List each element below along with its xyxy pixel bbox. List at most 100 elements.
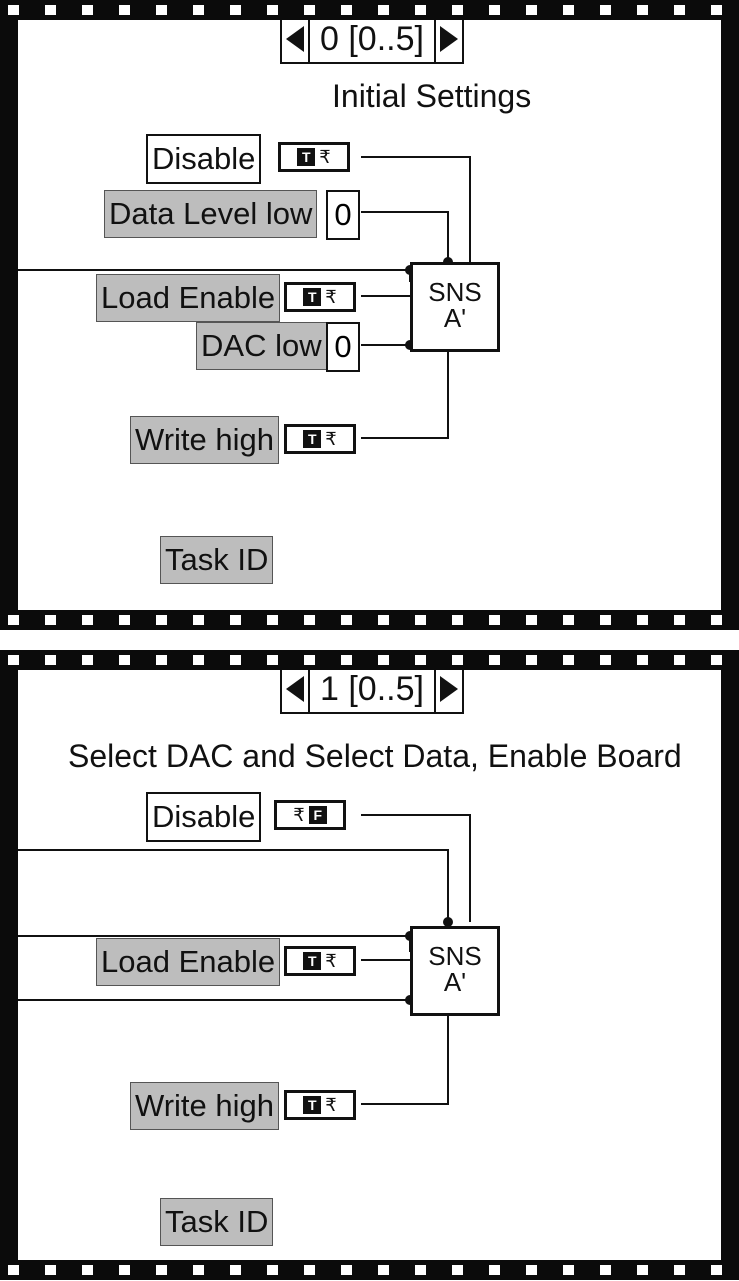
- film-perforation: [452, 1265, 463, 1275]
- film-perforation: [563, 5, 574, 15]
- boolean-value: F: [308, 806, 327, 824]
- vi-icon-line1: SNS: [428, 277, 482, 307]
- film-perforation: [637, 615, 648, 625]
- film-perforation: [378, 655, 389, 665]
- film-perforation: [415, 1265, 426, 1275]
- film-perforation: [378, 1265, 389, 1275]
- film-perforation: [563, 655, 574, 665]
- film-perforation: [637, 655, 648, 665]
- sns-vi-icon[interactable]: SNS A': [410, 262, 500, 352]
- sns-vi-icon[interactable]: SNS A': [410, 926, 500, 1016]
- film-perforation: [526, 1265, 537, 1275]
- decrement-arrow-icon[interactable]: [286, 676, 304, 702]
- write-high-label: Write high: [130, 416, 279, 464]
- film-perforation: [489, 655, 500, 665]
- load-enable-boolean-constant[interactable]: T₹: [284, 946, 356, 976]
- film-perforation: [415, 655, 426, 665]
- film-perforation: [378, 5, 389, 15]
- film-perforation: [193, 5, 204, 15]
- decrement-arrow-icon[interactable]: [286, 26, 304, 52]
- vi-icon-line2: A': [443, 967, 467, 997]
- write-high-boolean-constant[interactable]: T₹: [284, 1090, 356, 1120]
- case-selector[interactable]: 1 [0..5]: [280, 670, 464, 714]
- film-perforation: [489, 1265, 500, 1275]
- frame-comment: Select DAC and Select Data, Enable Board: [68, 738, 682, 774]
- film-perforation: [637, 5, 648, 15]
- film-perforation: [341, 615, 352, 625]
- film-perforation: [230, 5, 241, 15]
- frame-0-diagram: 0 [0..5] Initial Settings Disable T₹ Dat…: [18, 20, 721, 610]
- boolean-value: T: [303, 1096, 322, 1114]
- film-perforation: [193, 615, 204, 625]
- film-perforation: [267, 655, 278, 665]
- film-border-bottom: [0, 1260, 739, 1280]
- film-perforation: [156, 615, 167, 625]
- film-perforation: [637, 1265, 648, 1275]
- film-perforation: [711, 615, 722, 625]
- film-perforation: [267, 615, 278, 625]
- increment-arrow-icon[interactable]: [439, 26, 458, 52]
- film-perforation: [193, 1265, 204, 1275]
- film-perforation: [674, 655, 685, 665]
- film-perforation: [378, 615, 389, 625]
- film-perforation: [304, 655, 315, 665]
- film-border-top: [0, 650, 739, 670]
- boolean-value: T: [297, 148, 316, 166]
- film-perforation: [563, 1265, 574, 1275]
- boolean-toggle-icon: ₹: [293, 805, 305, 825]
- boolean-toggle-icon: ₹: [325, 287, 337, 307]
- film-perforation: [674, 615, 685, 625]
- film-perforation: [674, 5, 685, 15]
- film-perforation: [82, 655, 93, 665]
- film-perforation: [600, 655, 611, 665]
- film-perforation: [8, 1265, 19, 1275]
- film-perforation: [600, 615, 611, 625]
- film-perforation: [119, 655, 130, 665]
- load-enable-label: Load Enable: [96, 938, 281, 986]
- film-perforation: [119, 615, 130, 625]
- sequence-frame-1: 1 [0..5] Select DAC and Select Data, Ena…: [0, 650, 739, 1280]
- film-perforation: [674, 1265, 685, 1275]
- boolean-value: T: [303, 430, 322, 448]
- film-perforation: [304, 615, 315, 625]
- film-perforation: [563, 615, 574, 625]
- film-perforation: [267, 1265, 278, 1275]
- film-perforation: [82, 5, 93, 15]
- film-perforation: [230, 1265, 241, 1275]
- case-selector[interactable]: 0 [0..5]: [280, 20, 464, 64]
- load-enable-boolean-constant[interactable]: T₹: [284, 282, 356, 312]
- disable-boolean-constant[interactable]: T₹: [278, 142, 350, 172]
- film-perforation: [304, 1265, 315, 1275]
- film-perforation: [452, 655, 463, 665]
- film-perforation: [119, 1265, 130, 1275]
- write-high-boolean-constant[interactable]: T₹: [284, 424, 356, 454]
- dac-low-constant[interactable]: 0: [326, 322, 360, 372]
- film-perforation: [600, 5, 611, 15]
- film-perforation: [45, 5, 56, 15]
- dac-low-label: DAC low: [196, 322, 327, 370]
- boolean-value: T: [303, 288, 322, 306]
- disable-boolean-constant[interactable]: ₹F: [274, 800, 346, 830]
- film-perforation: [267, 5, 278, 15]
- task-id-label: Task ID: [160, 1198, 274, 1246]
- film-perforation: [341, 655, 352, 665]
- disable-label: Disable: [146, 134, 262, 184]
- film-perforation: [526, 655, 537, 665]
- increment-arrow-icon[interactable]: [439, 676, 458, 702]
- film-perforation: [230, 655, 241, 665]
- boolean-toggle-icon: ₹: [319, 147, 331, 167]
- frame-comment: Initial Settings: [332, 78, 532, 114]
- disable-label: Disable: [146, 792, 262, 842]
- film-perforation: [119, 5, 130, 15]
- boolean-toggle-icon: ₹: [325, 1095, 337, 1115]
- film-perforation: [8, 615, 19, 625]
- frame-selector-label: 0 [0..5]: [308, 20, 436, 62]
- film-perforation: [82, 615, 93, 625]
- data-level-low-constant[interactable]: 0: [326, 190, 360, 240]
- film-perforation: [45, 655, 56, 665]
- film-perforation: [452, 615, 463, 625]
- write-high-label: Write high: [130, 1082, 279, 1130]
- film-perforation: [341, 5, 352, 15]
- film-perforation: [156, 1265, 167, 1275]
- vi-icon-line2: A': [443, 303, 467, 333]
